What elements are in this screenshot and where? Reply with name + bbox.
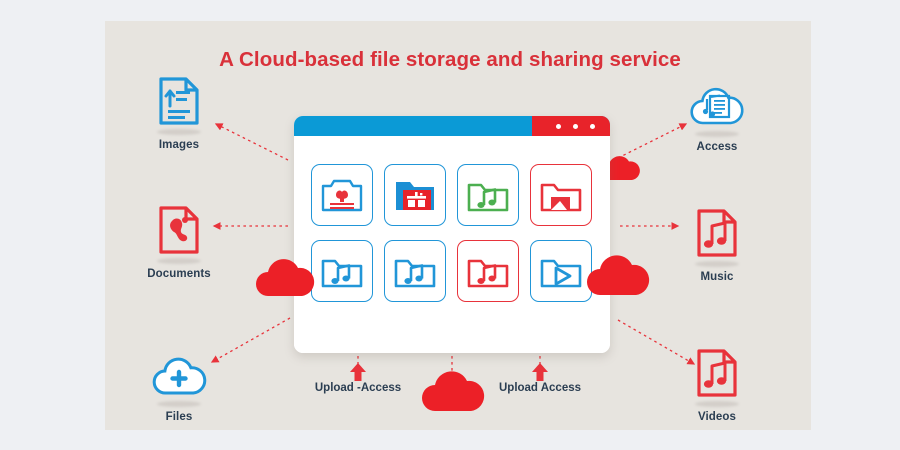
cloud-plus-icon — [125, 340, 233, 398]
document-shape-icon — [125, 197, 233, 255]
gift-folder-tile[interactable] — [384, 164, 446, 226]
upload-access-left[interactable]: Upload -Access — [298, 358, 418, 394]
icon-shadow — [695, 131, 739, 137]
photo-file-tile[interactable] — [311, 164, 373, 226]
window-dot-3[interactable] — [589, 123, 595, 129]
icon-shadow — [157, 129, 201, 135]
sidebar-item-label: Images — [158, 139, 200, 151]
sidebar-item-label: Music — [700, 271, 734, 283]
sidebar-item-label: Videos — [697, 411, 737, 423]
icon-shadow — [695, 261, 739, 267]
music-folder-blue-tile-2[interactable] — [384, 240, 446, 302]
music-folder-blue-tile-1[interactable] — [311, 240, 373, 302]
window-titlebar-accent — [532, 116, 610, 136]
gift-folder-icon — [394, 177, 436, 213]
document-lines-icon — [125, 68, 233, 126]
music-folder-icon — [321, 253, 363, 289]
sidebar-item-videos[interactable]: Videos — [663, 340, 771, 423]
window-titlebar — [294, 116, 610, 136]
camera-photo-icon — [321, 177, 363, 213]
cloud-bottom — [420, 365, 488, 413]
sidebar-item-files[interactable]: Files — [125, 340, 233, 423]
music-document-icon — [663, 340, 771, 398]
cloud-left — [254, 252, 316, 298]
sidebar-item-label: Documents — [147, 268, 211, 280]
sidebar-item-label: Files — [165, 411, 193, 423]
music-folder-red-tile[interactable] — [457, 240, 519, 302]
music-folder-icon — [394, 253, 436, 289]
cloud-top-right — [600, 152, 642, 182]
play-folder-icon — [540, 253, 582, 289]
video-folder-tile[interactable] — [530, 240, 592, 302]
upload-access-right[interactable]: Upload Access — [480, 358, 600, 394]
icon-shadow — [157, 401, 201, 407]
cloud-right — [586, 248, 652, 298]
upload-label: Upload -Access — [314, 382, 402, 394]
up-arrow-icon — [480, 358, 600, 382]
window-dot-2[interactable] — [572, 123, 578, 129]
music-folder-green-tile[interactable] — [457, 164, 519, 226]
browser-window[interactable] — [294, 116, 610, 353]
cloud-document-icon — [663, 70, 771, 128]
document-folder-icon — [540, 177, 582, 213]
page-title: A Cloud-based file storage and sharing s… — [219, 48, 681, 71]
sidebar-item-access[interactable]: Access — [663, 70, 771, 153]
music-folder-icon — [467, 177, 509, 213]
music-folder-icon — [467, 253, 509, 289]
sidebar-item-label: Access — [696, 141, 738, 153]
document-folder-tile[interactable] — [530, 164, 592, 226]
music-document-icon — [663, 200, 771, 258]
sidebar-item-documents[interactable]: Documents — [125, 197, 233, 280]
sidebar-item-music[interactable]: Music — [663, 200, 771, 283]
sidebar-item-images[interactable]: Images — [125, 68, 233, 151]
icon-shadow — [695, 401, 739, 407]
upload-label: Upload Access — [498, 382, 582, 394]
window-dot-1[interactable] — [555, 123, 561, 129]
up-arrow-icon — [298, 358, 418, 382]
icon-shadow — [157, 258, 201, 264]
file-grid — [311, 164, 593, 302]
